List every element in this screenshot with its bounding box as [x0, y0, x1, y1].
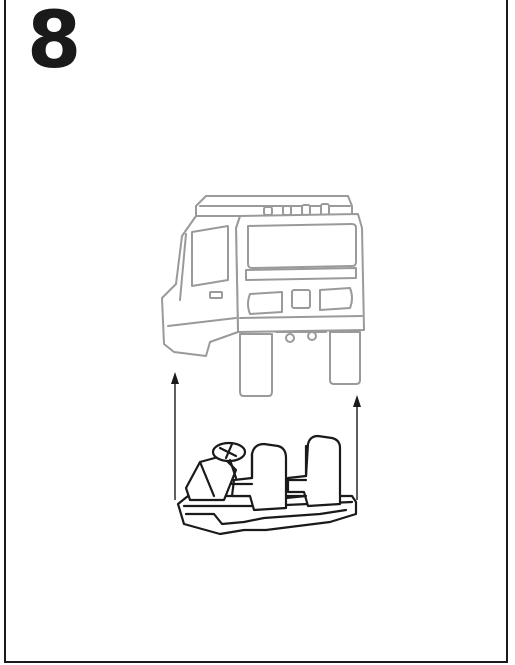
rear-light-bar — [246, 268, 356, 280]
rear-light-left — [248, 292, 282, 314]
door-handle — [210, 292, 222, 298]
roof-light-4 — [321, 204, 329, 215]
rear-light-right — [320, 288, 352, 310]
roof-light-2 — [283, 206, 291, 215]
arrow-head-right — [353, 395, 361, 407]
rear-leg-right — [330, 332, 360, 384]
roof-light-1 — [264, 207, 272, 215]
seat-chassis-assembly — [178, 436, 356, 534]
rear-leg-left — [240, 334, 272, 396]
dashboard — [186, 456, 236, 500]
truck-cab-body — [162, 196, 364, 396]
arrow-head-left — [171, 372, 179, 384]
side-window — [192, 226, 228, 286]
hitch-hole-left — [286, 334, 294, 342]
roof-light-3 — [302, 205, 310, 215]
rear-seat-cushion — [288, 446, 306, 480]
rear-window — [248, 224, 356, 268]
rear-center-box — [292, 290, 310, 308]
hitch-hole-right — [308, 332, 316, 340]
